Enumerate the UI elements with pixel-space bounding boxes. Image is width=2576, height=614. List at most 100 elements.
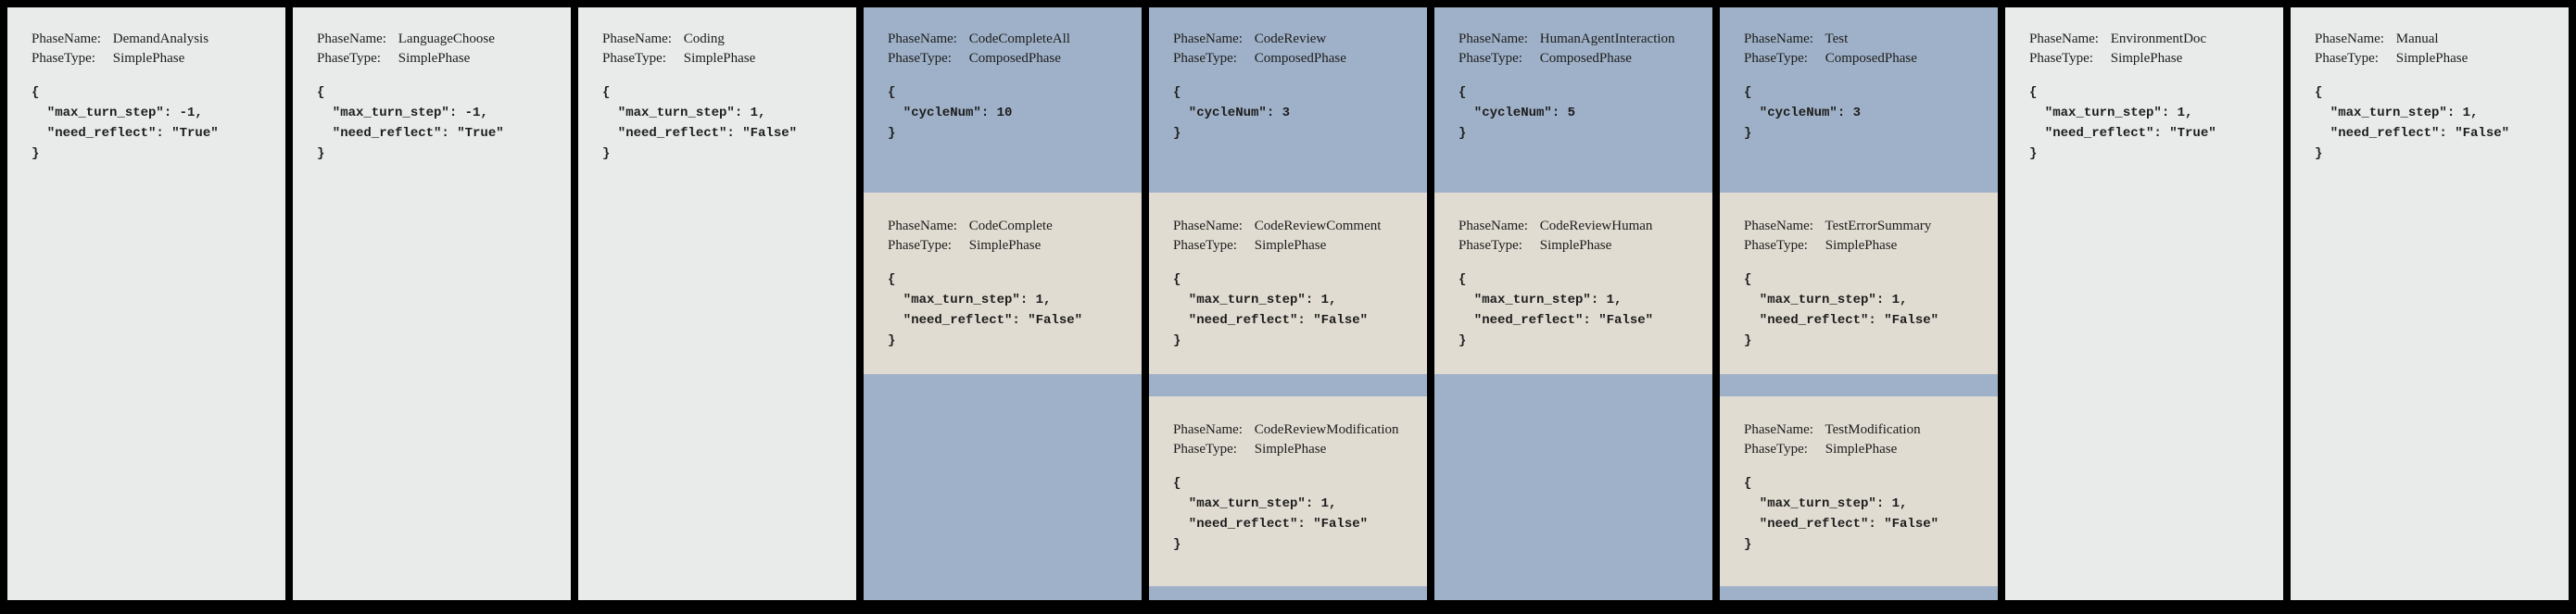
- phase-type-row: PhaseType: ComposedPhase: [1744, 49, 1985, 69]
- phase-column-demandanalysis: PhaseName: DemandAnalysis PhaseType: Sim…: [7, 7, 285, 600]
- phase-type-row: PhaseType: SimplePhase: [602, 49, 843, 69]
- phase-name-value: CodeReviewModification: [1254, 422, 1399, 437]
- phase-type-value: SimplePhase: [112, 51, 185, 66]
- phase-column-humanagentinteraction: PhaseName: HumanAgentInteraction PhaseTy…: [1434, 7, 1712, 600]
- phase-type-row: PhaseType: SimplePhase: [1173, 236, 1414, 256]
- phase-type-value: SimplePhase: [968, 238, 1042, 253]
- phase-type-label: PhaseType:: [317, 51, 381, 66]
- phase-info: PhaseName: TestModification PhaseType: S…: [1720, 396, 1998, 555]
- phase-type-value: SimplePhase: [1254, 442, 1327, 457]
- phase-name-row: PhaseName: Coding: [602, 30, 843, 49]
- phase-type-label: PhaseType:: [1458, 51, 1522, 66]
- phase-type-label: PhaseType:: [2029, 51, 2093, 66]
- phase-type-value: SimplePhase: [2395, 51, 2469, 66]
- phase-config-json: { "max_turn_step": -1, "need_reflect": "…: [317, 85, 504, 161]
- phase-type-label: PhaseType:: [1173, 51, 1237, 66]
- phase-config-json: { "cycleNum": 3 }: [1173, 85, 1291, 141]
- phase-type-row: PhaseType: SimplePhase: [1173, 440, 1414, 459]
- phase-config-json: { "max_turn_step": 1, "need_reflect": "F…: [602, 85, 798, 161]
- phase-name-row: PhaseName: TestErrorSummary: [1744, 217, 1985, 236]
- phase-type-row: PhaseType: SimplePhase: [2315, 49, 2556, 69]
- phase-name-row: PhaseName: CodeReviewHuman: [1458, 217, 1699, 236]
- phase-info: PhaseName: CodeReviewComment PhaseType: …: [1149, 193, 1427, 351]
- phase-type-label: PhaseType:: [888, 51, 952, 66]
- phase-name-label: PhaseName:: [2315, 31, 2384, 46]
- phase-type-value: SimplePhase: [398, 51, 471, 66]
- phase-name-label: PhaseName:: [1744, 219, 1813, 233]
- phase-name-value: HumanAgentInteraction: [1539, 31, 1675, 46]
- phase-name-label: PhaseName:: [317, 31, 386, 46]
- phase-name-value: Manual: [2395, 31, 2439, 46]
- phase-name-value: EnvironmentDoc: [2110, 31, 2207, 46]
- phase-type-label: PhaseType:: [1744, 238, 1808, 253]
- phase-config-json: { "max_turn_step": 1, "need_reflect": "F…: [2315, 85, 2510, 161]
- phase-info: PhaseName: EnvironmentDoc PhaseType: Sim…: [2005, 7, 2283, 164]
- child-phase-block-testmodification: PhaseName: TestModification PhaseType: S…: [1720, 396, 1998, 586]
- phase-type-row: PhaseType: ComposedPhase: [1458, 49, 1699, 69]
- phase-name-value: CodeReviewHuman: [1539, 219, 1653, 233]
- phase-name-label: PhaseName:: [2029, 31, 2099, 46]
- phase-type-row: PhaseType: SimplePhase: [1458, 236, 1699, 256]
- phase-name-value: LanguageChoose: [398, 31, 495, 46]
- phase-name-row: PhaseName: EnvironmentDoc: [2029, 30, 2270, 49]
- phase-type-row: PhaseType: SimplePhase: [888, 236, 1129, 256]
- child-phase-block-codereviewhuman: PhaseName: CodeReviewHuman PhaseType: Si…: [1434, 193, 1712, 374]
- phase-config-json: { "max_turn_step": 1, "need_reflect": "F…: [1458, 272, 1654, 348]
- phase-type-value: SimplePhase: [1539, 238, 1612, 253]
- child-phase-block-codereviewmodification: PhaseName: CodeReviewModification PhaseT…: [1149, 396, 1427, 586]
- phase-name-label: PhaseName:: [32, 31, 101, 46]
- child-phase-block-codecomplete: PhaseName: CodeComplete PhaseType: Simpl…: [864, 193, 1142, 374]
- phase-name-label: PhaseName:: [1744, 422, 1813, 437]
- phase-column-environmentdoc: PhaseName: EnvironmentDoc PhaseType: Sim…: [2005, 7, 2283, 600]
- phase-column-codecompleteall: PhaseName: CodeCompleteAll PhaseType: Co…: [864, 7, 1142, 600]
- phase-type-label: PhaseType:: [602, 51, 666, 66]
- phase-type-row: PhaseType: SimplePhase: [1744, 440, 1985, 459]
- phase-type-label: PhaseType:: [1458, 238, 1522, 253]
- phase-type-label: PhaseType:: [1173, 238, 1237, 253]
- phase-config-json: { "cycleNum": 5 }: [1458, 85, 1576, 141]
- phase-name-row: PhaseName: LanguageChoose: [317, 30, 558, 49]
- phase-column-manual: PhaseName: Manual PhaseType: SimplePhase…: [2291, 7, 2569, 600]
- phase-name-value: CodeReviewComment: [1254, 219, 1382, 233]
- phase-name-row: PhaseName: Test: [1744, 30, 1985, 49]
- phase-type-value: ComposedPhase: [1539, 51, 1632, 66]
- phase-name-label: PhaseName:: [1173, 219, 1243, 233]
- phase-type-label: PhaseType:: [1173, 442, 1237, 457]
- phase-info: PhaseName: CodeReview PhaseType: Compose…: [1149, 7, 1427, 144]
- phase-name-label: PhaseName:: [1458, 219, 1528, 233]
- child-phase-block-testerrorsummary: PhaseName: TestErrorSummary PhaseType: S…: [1720, 193, 1998, 374]
- phase-name-label: PhaseName:: [1173, 422, 1243, 437]
- phase-name-row: PhaseName: TestModification: [1744, 420, 1985, 440]
- phase-name-value: TestModification: [1825, 422, 1921, 437]
- phase-type-value: SimplePhase: [1825, 238, 1898, 253]
- phase-config-json: { "max_turn_step": 1, "need_reflect": "T…: [2029, 85, 2216, 161]
- phase-config-json: { "max_turn_step": 1, "need_reflect": "F…: [888, 272, 1083, 348]
- phase-name-row: PhaseName: CodeCompleteAll: [888, 30, 1129, 49]
- phase-name-value: Test: [1825, 31, 1849, 46]
- phase-info: PhaseName: DemandAnalysis PhaseType: Sim…: [7, 7, 285, 164]
- phase-info: PhaseName: Coding PhaseType: SimplePhase…: [578, 7, 856, 164]
- phase-type-row: PhaseType: SimplePhase: [2029, 49, 2270, 69]
- phase-config-json: { "max_turn_step": -1, "need_reflect": "…: [32, 85, 219, 161]
- phase-type-value: SimplePhase: [2110, 51, 2183, 66]
- phase-name-label: PhaseName:: [1173, 31, 1243, 46]
- phase-name-label: PhaseName:: [602, 31, 672, 46]
- phase-name-row: PhaseName: CodeReviewModification: [1173, 420, 1414, 440]
- phase-name-value: Coding: [683, 31, 725, 46]
- phase-type-value: SimplePhase: [1254, 238, 1327, 253]
- phase-type-value: ComposedPhase: [968, 51, 1061, 66]
- phase-column-test: PhaseName: Test PhaseType: ComposedPhase…: [1720, 7, 1998, 600]
- phase-config-json: { "cycleNum": 3 }: [1744, 85, 1862, 141]
- phase-type-row: PhaseType: SimplePhase: [317, 49, 558, 69]
- phase-type-label: PhaseType:: [888, 238, 952, 253]
- phase-info: PhaseName: HumanAgentInteraction PhaseTy…: [1434, 7, 1712, 144]
- phase-type-row: PhaseType: ComposedPhase: [1173, 49, 1414, 69]
- phase-config-json: { "max_turn_step": 1, "need_reflect": "F…: [1744, 476, 1939, 552]
- phase-name-label: PhaseName:: [888, 31, 957, 46]
- phase-type-row: PhaseType: ComposedPhase: [888, 49, 1129, 69]
- phase-config-json: { "max_turn_step": 1, "need_reflect": "F…: [1173, 272, 1369, 348]
- phase-name-value: TestErrorSummary: [1825, 219, 1932, 233]
- phase-info: PhaseName: CodeCompleteAll PhaseType: Co…: [864, 7, 1142, 144]
- phase-type-label: PhaseType:: [2315, 51, 2379, 66]
